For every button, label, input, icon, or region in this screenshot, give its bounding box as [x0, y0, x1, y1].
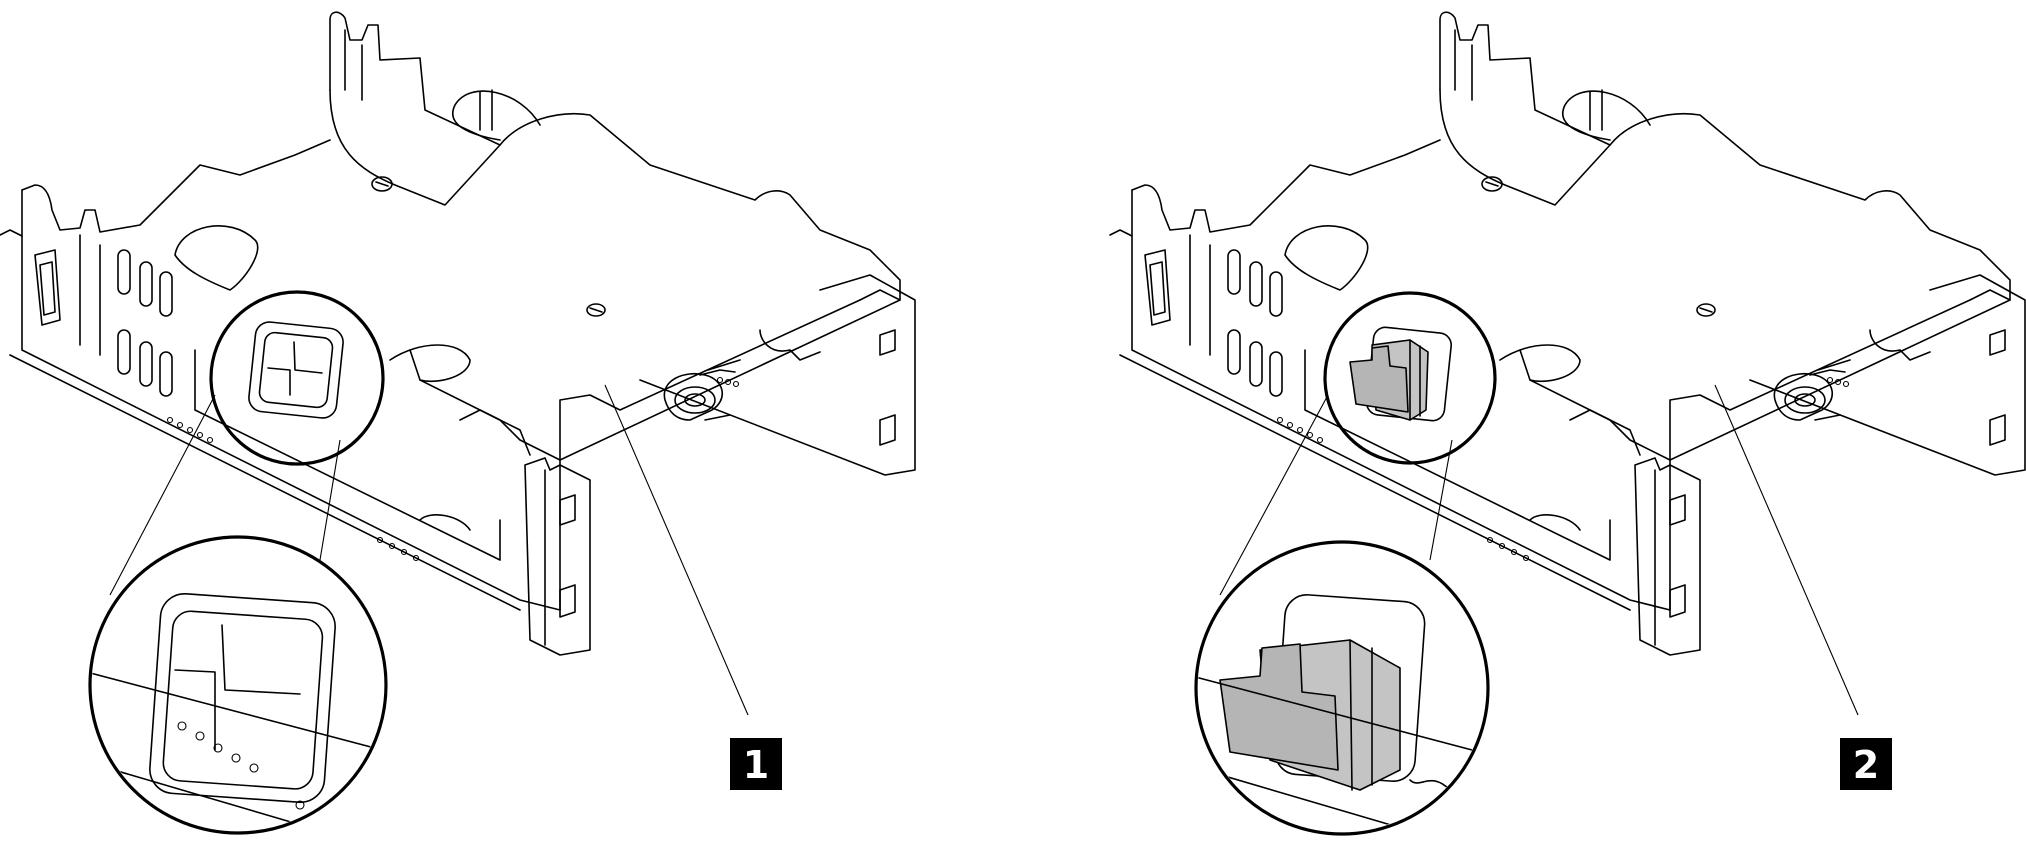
pointer-line-2 [1714, 384, 1859, 716]
callout-label-2: 2 [1853, 743, 1879, 787]
latch-locked-small [1349, 326, 1452, 422]
callout-badge-2: 2 [1840, 738, 1892, 790]
cage-front-post-left [524, 457, 591, 656]
magnified-view-right [1194, 540, 1490, 836]
latch-locked-large [1198, 594, 1486, 832]
callout-badge-1: 1 [730, 738, 782, 790]
callout-label-1: 1 [743, 743, 769, 787]
cage-top-panel-left [329, 89, 901, 461]
latch-unlocked-small [248, 321, 344, 419]
cage-right-bracket-left [639, 274, 916, 476]
cage-assembly-left: 1 [0, 11, 916, 835]
cage-assembly-right: 2 [1109, 11, 2026, 836]
magnified-view-left [88, 535, 388, 835]
standoff-right [1773, 359, 1851, 421]
cage-back-wall-left [329, 11, 501, 146]
cage-left-wall-left [21, 189, 561, 611]
detail-circle-large-left [88, 535, 388, 835]
standoff-left [663, 359, 741, 421]
detail-circle-large-right [1194, 540, 1490, 836]
detail-circle-small-left [209, 290, 385, 466]
latch-unlocked-large [92, 592, 384, 831]
detail-circle-small-right [1323, 291, 1497, 465]
pointer-line-1 [604, 384, 749, 716]
